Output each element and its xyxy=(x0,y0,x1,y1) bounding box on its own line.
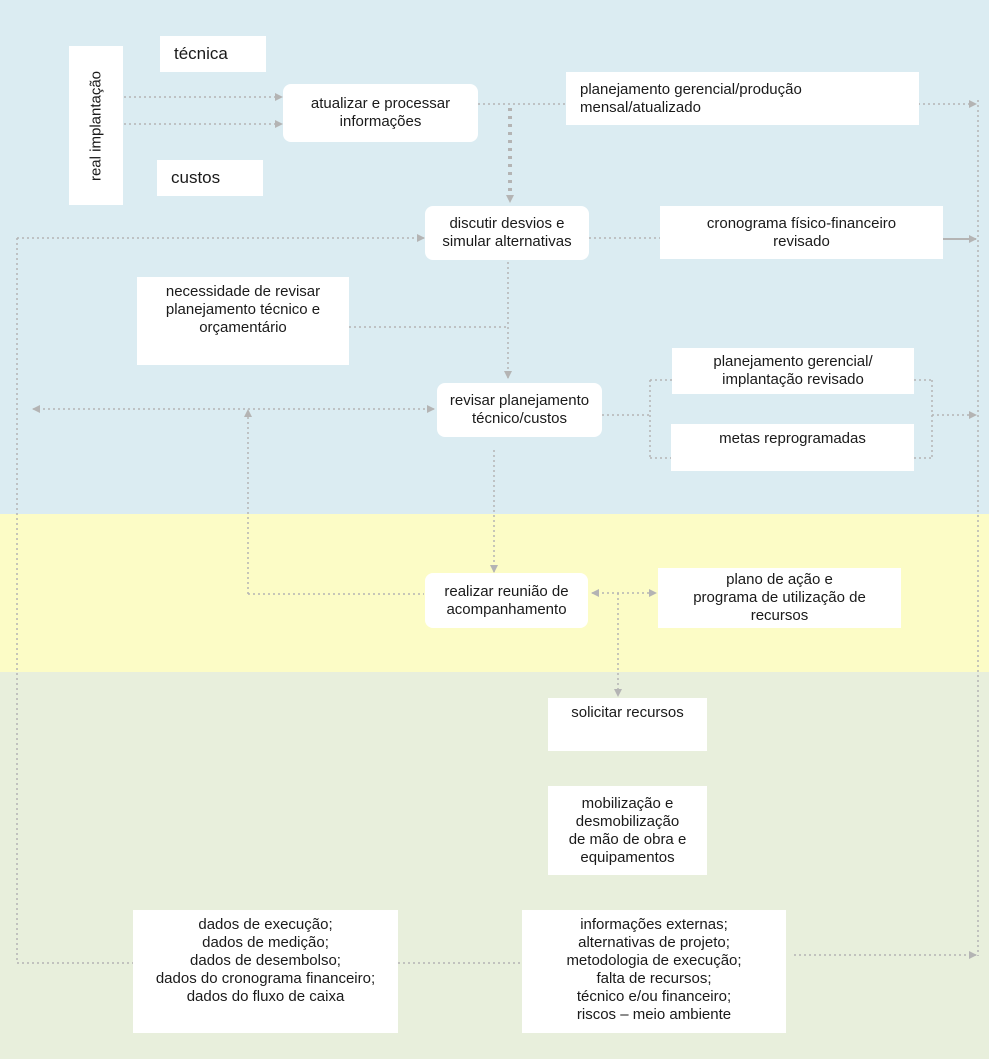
dados-box: dados de execução; dados de medição; dad… xyxy=(133,910,398,1033)
solicitar-box: solicitar recursos xyxy=(548,698,707,751)
tecnica-box: técnica xyxy=(160,36,266,72)
atualizar-box: atualizar e processar informações xyxy=(283,84,478,142)
mobilizacao-box: mobilização e desmobilização de mão de o… xyxy=(548,786,707,875)
necessidade-box: necessidade de revisar planejamento técn… xyxy=(137,277,349,365)
informacoes-box: informações externas; alternativas de pr… xyxy=(522,910,786,1033)
discutir-box: discutir desvios e simular alternativas xyxy=(425,206,589,260)
plano-acao-box: plano de ação e programa de utilização d… xyxy=(658,568,901,628)
revisar-box: revisar planejamento técnico/custos xyxy=(437,383,602,437)
real-implantacao-label: real implantação xyxy=(87,70,105,182)
cronograma-box: cronograma físico-financeiro revisado xyxy=(660,206,943,259)
real-implantacao-box: real implantação xyxy=(69,46,123,205)
planejamento-implantacao-box: planejamento gerencial/ implantação revi… xyxy=(672,348,914,394)
reuniao-box: realizar reunião de acompanhamento xyxy=(425,573,588,628)
metas-box: metas reprogramadas xyxy=(671,424,914,471)
planejamento-gerencial-box: planejamento gerencial/produção mensal/a… xyxy=(566,72,919,125)
custos-box: custos xyxy=(157,160,263,196)
